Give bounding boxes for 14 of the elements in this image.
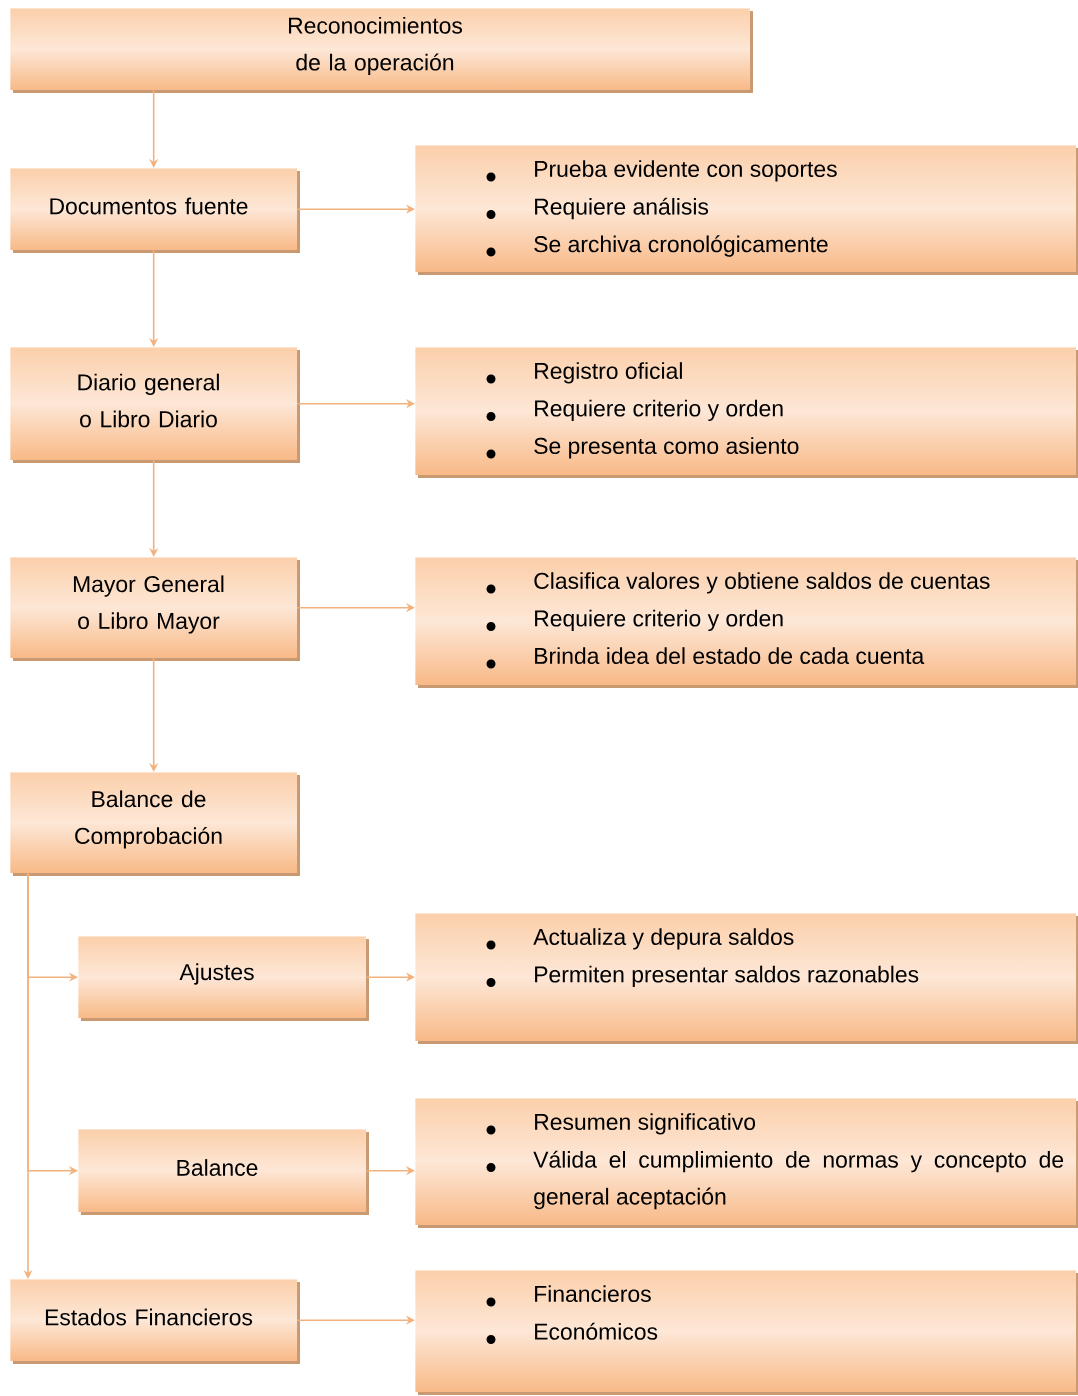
bullet-list-box: Registro oficial Requiere criterio y orden Se presenta como asiento: [415, 347, 1078, 478]
bullet-list-box: Prueba evidente con soportes Requiere análisis Se archiva cronológicamente: [415, 145, 1078, 275]
bullet-list-box: Clasifica valores y obtiene saldos de cuentas Requiere criterio y orden Brinda idea del estado de cada cuenta: [415, 557, 1078, 688]
process-box: Documentos fuente: [10, 168, 300, 253]
process-box: Estados Financieros: [10, 1279, 300, 1364]
bullet-list-box: Actualiza y depura saldos Permiten presentar saldos razonables: [415, 913, 1078, 1044]
process-box: Balance: [78, 1129, 369, 1215]
process-box: Balance de Comprobación: [10, 772, 300, 876]
process-box: Reconocimientos de la operación: [10, 8, 753, 93]
process-box: Diario general o Libro Diario: [10, 347, 300, 463]
bullet-list-box: Financieros Económicos: [415, 1270, 1078, 1395]
bullet-list-box: Resumen significativo Válida el cumplimiento de normas y concepto de general aceptación: [415, 1098, 1078, 1228]
process-box: Mayor General o Libro Mayor: [10, 557, 300, 661]
process-box: Ajustes: [78, 936, 369, 1021]
